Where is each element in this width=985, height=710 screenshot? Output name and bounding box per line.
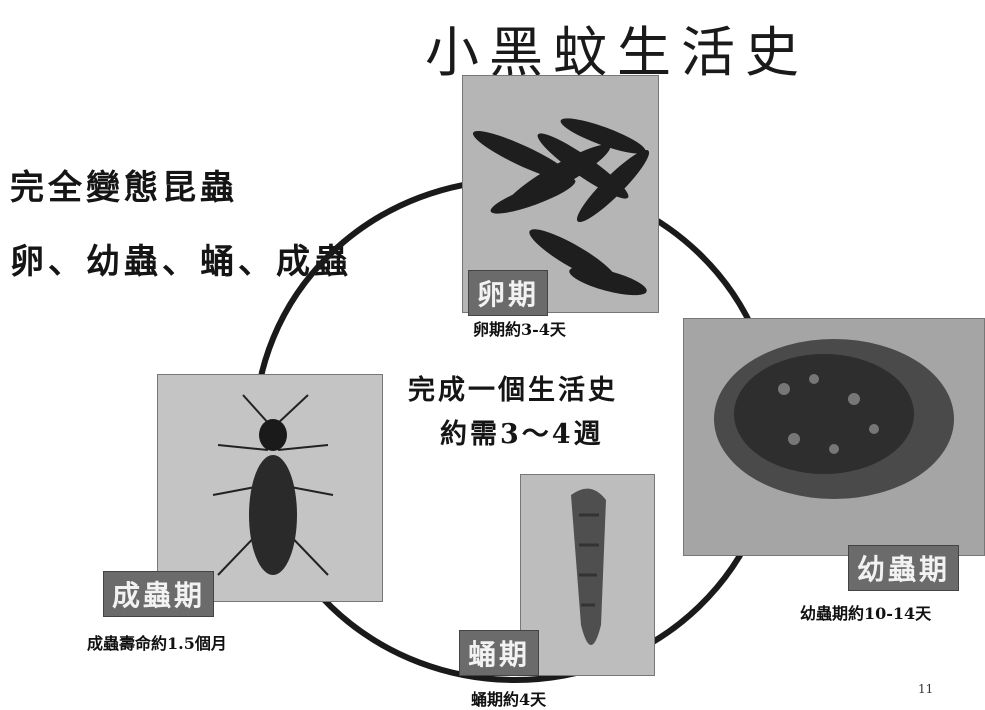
pupa-stage-caption: 蛹期約4天: [471, 690, 547, 709]
page-title: 小黑蚊生活史: [425, 21, 809, 84]
adult-stage-caption: 成蟲壽命約1.5個月: [87, 634, 227, 653]
center-text-line-1: 完成一個生活史: [408, 375, 618, 406]
egg-stage-caption: 卵期約3-4天: [473, 320, 566, 339]
adult-photo: [157, 374, 383, 602]
intro-line-2: 卵、幼蟲、蛹、成蟲: [10, 242, 352, 282]
adult-stage-label: 成蟲期: [103, 571, 215, 617]
pupa-photo: [520, 474, 655, 676]
egg-stage-label: 卵期: [468, 270, 549, 316]
pupa-stage-label: 蛹期: [459, 630, 540, 676]
larva-stage-caption: 幼蟲期約10-14天: [800, 604, 932, 623]
page-number: 11: [918, 682, 934, 696]
intro-line-1: 完全變態昆蟲: [10, 168, 238, 208]
larva-stage-label: 幼蟲期: [848, 545, 960, 591]
center-text-line-2: 約需3～4週: [440, 419, 604, 450]
larva-photo: [683, 318, 985, 556]
